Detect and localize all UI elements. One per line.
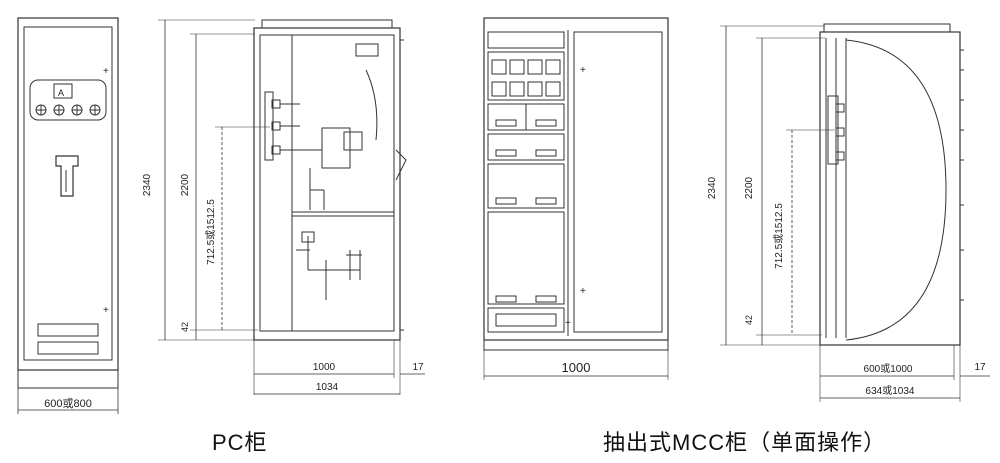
breaker-handle bbox=[55, 155, 79, 197]
mcc-height-base: 42 bbox=[744, 315, 754, 325]
pc-front-view: A + + 600或800 bbox=[17, 17, 119, 414]
busbar bbox=[264, 91, 274, 161]
mcc-height-inner: 2200 bbox=[744, 176, 755, 199]
mcc-front-width-dimension: 1000 bbox=[562, 360, 591, 375]
pc-height-mid: 712.5或1512.5 bbox=[205, 199, 217, 265]
pc-front-width-dimension: 600或800 bbox=[44, 397, 92, 410]
mcc-height-total: 2340 bbox=[707, 176, 718, 199]
pc-depth-outer: 1034 bbox=[316, 382, 339, 393]
vent-slot bbox=[37, 323, 99, 337]
vent-slot bbox=[37, 341, 99, 355]
pc-depth-inner: 1000 bbox=[313, 362, 336, 373]
mcc-front-view: + + + 1000 bbox=[483, 17, 669, 380]
indicator-lights bbox=[35, 104, 101, 116]
ammeter-icon bbox=[53, 83, 73, 99]
busbar bbox=[827, 95, 839, 165]
breaker bbox=[321, 127, 351, 169]
pc-side-view: 2340 2200 712.5或1512.5 42 bbox=[142, 19, 425, 395]
mcc-offset-dimension: 17 bbox=[974, 362, 986, 373]
cable-compartment-door bbox=[573, 31, 663, 333]
mcc-cabinet-caption: 抽出式MCC柜（单面操作） bbox=[603, 430, 887, 455]
mcc-side-view: 2340 2200 712.5或1512.5 42 6 bbox=[707, 23, 990, 402]
mcc-depth-outer: 634或1034 bbox=[866, 385, 915, 397]
meter-panel bbox=[29, 79, 107, 121]
ammeter-label: A bbox=[58, 88, 64, 98]
pc-cabinet-caption: PC柜 bbox=[212, 430, 268, 455]
pc-height-inner: 2200 bbox=[180, 173, 191, 196]
pc-height-total: 2340 bbox=[142, 173, 153, 196]
plus-mark: + bbox=[580, 65, 586, 76]
pc-offset-dimension: 17 bbox=[412, 362, 424, 373]
drawer-slot-markers bbox=[960, 49, 964, 301]
plus-mark: + bbox=[580, 286, 586, 297]
plus-mark: + bbox=[103, 305, 109, 316]
mcc-depth-inner: 600或1000 bbox=[864, 363, 913, 375]
mcc-height-mid: 712.5或1512.5 bbox=[773, 203, 785, 269]
drawer-modules bbox=[491, 59, 561, 97]
plus-mark: + bbox=[565, 318, 571, 329]
pc-height-base: 42 bbox=[180, 322, 190, 332]
plus-mark: + bbox=[103, 66, 109, 77]
